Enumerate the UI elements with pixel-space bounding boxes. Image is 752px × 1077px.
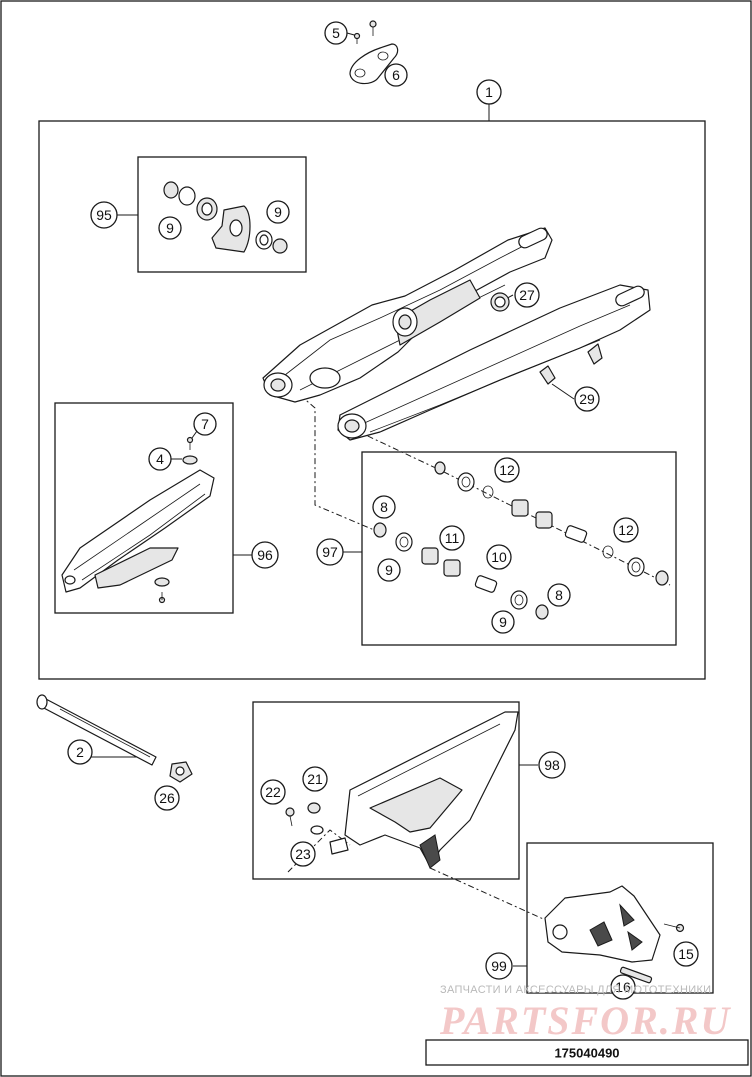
- callout-97: 97: [316, 538, 344, 566]
- callout-8-a: 8: [372, 495, 396, 519]
- callout-21: 21: [302, 766, 328, 792]
- svg-text:6: 6: [392, 67, 400, 83]
- svg-text:2: 2: [76, 744, 84, 760]
- callout-9-b: 9: [266, 200, 290, 224]
- svg-text:8: 8: [555, 587, 563, 603]
- svg-text:8: 8: [380, 499, 388, 515]
- watermark-caption: ЗАПЧАСТИ И АКСЕССУАРЫ ДЛЯ МОТОТЕХНИКИ: [440, 984, 711, 996]
- callout-2: 2: [67, 739, 93, 765]
- svg-text:95: 95: [96, 207, 112, 223]
- pivot-bearing-set: [373, 461, 669, 620]
- chain-guide-clamp: [349, 20, 399, 85]
- callout-1: 1: [476, 79, 502, 105]
- svg-text:99: 99: [491, 958, 507, 974]
- svg-text:9: 9: [166, 220, 174, 236]
- callout-29: 29: [574, 386, 600, 412]
- callout-9-a: 9: [158, 216, 182, 240]
- watermark-logo: PARTSFOR.RU: [439, 998, 731, 1043]
- svg-text:23: 23: [295, 846, 311, 862]
- callout-12-b: 12: [613, 517, 639, 543]
- svg-text:11: 11: [445, 530, 460, 546]
- chain-guide-upper: [285, 711, 519, 869]
- callout-7: 7: [193, 412, 217, 436]
- svg-text:9: 9: [385, 562, 393, 578]
- group-frame-96: [54, 402, 234, 614]
- callout-8-b: 8: [547, 583, 571, 607]
- group-frame-98: [252, 701, 520, 880]
- svg-text:5: 5: [332, 25, 340, 41]
- callout-95: 95: [90, 201, 118, 229]
- svg-text:7: 7: [201, 416, 209, 432]
- callout-98: 98: [538, 751, 566, 779]
- drawing-number-box: [425, 1039, 749, 1066]
- svg-text:4: 4: [156, 451, 164, 467]
- callout-22: 22: [260, 779, 286, 805]
- callout-15: 15: [673, 941, 699, 967]
- callout-11: 11: [439, 525, 465, 551]
- svg-text:1: 1: [485, 84, 493, 100]
- swingarm: [262, 227, 651, 441]
- callout-9-d: 9: [491, 610, 515, 634]
- callout-99: 99: [485, 952, 513, 980]
- callout-6: 6: [384, 63, 408, 87]
- swingarm-axle: [36, 694, 193, 783]
- callouts: 1 5 6 95 9 9 27 29 7 4 96 97 12 12 8 11 …: [67, 21, 699, 1000]
- callout-26: 26: [154, 785, 180, 811]
- svg-text:29: 29: [579, 391, 595, 407]
- callout-4: 4: [148, 447, 172, 471]
- bearing-housing-set: [163, 181, 288, 254]
- group-frame-1: [38, 120, 706, 680]
- chain-guide-lower: [544, 885, 685, 984]
- callout-12-a: 12: [494, 457, 520, 483]
- svg-text:27: 27: [519, 287, 535, 303]
- svg-text:22: 22: [265, 784, 281, 800]
- callout-9-c: 9: [377, 558, 401, 582]
- svg-text:9: 9: [274, 204, 282, 220]
- chain-slider: [61, 436, 215, 604]
- svg-text:9: 9: [499, 614, 507, 630]
- svg-text:15: 15: [678, 946, 694, 962]
- svg-text:16: 16: [615, 979, 631, 995]
- drawing-number: 175040490: [554, 1046, 619, 1061]
- callout-96: 96: [251, 541, 279, 569]
- svg-text:12: 12: [499, 462, 515, 478]
- svg-text:21: 21: [307, 771, 323, 787]
- svg-text:98: 98: [544, 757, 560, 773]
- callout-23: 23: [290, 841, 316, 867]
- watermark: ЗАПЧАСТИ И АКСЕССУАРЫ ДЛЯ МОТОТЕХНИКИ PA…: [439, 984, 731, 1043]
- callout-16: 16: [610, 974, 636, 1000]
- svg-text:10: 10: [491, 549, 507, 565]
- group-frame-97: [361, 451, 677, 646]
- svg-text:96: 96: [257, 547, 273, 563]
- callout-10: 10: [486, 544, 512, 570]
- svg-text:26: 26: [159, 790, 175, 806]
- callout-27: 27: [514, 282, 540, 308]
- svg-text:12: 12: [618, 522, 634, 538]
- callout-5: 5: [324, 21, 348, 45]
- svg-text:97: 97: [322, 544, 338, 560]
